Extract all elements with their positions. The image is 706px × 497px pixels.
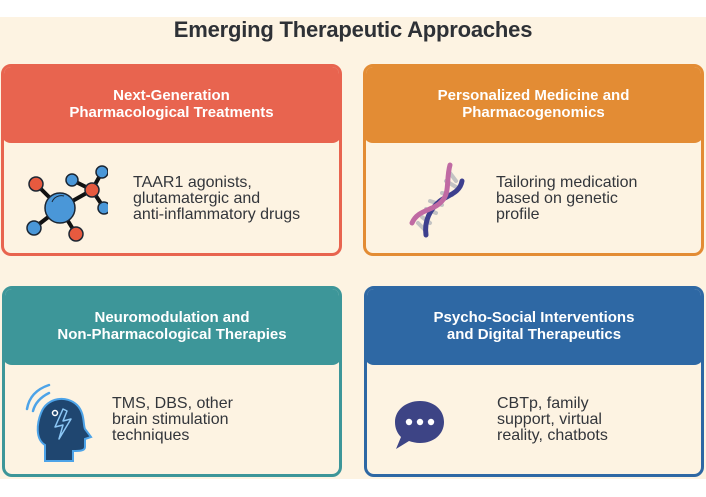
card-heading: Neuromodulation and Non-Pharmacological …: [5, 289, 339, 365]
card-description: Tailoring medication based on genetic pr…: [496, 174, 638, 223]
dna-icon: [409, 162, 465, 238]
chat-bubble-icon: [395, 401, 444, 449]
card-description: TMS, DBS, other brain stimulation techni…: [112, 395, 233, 444]
page-title: Emerging Therapeutic Approaches: [173, 17, 533, 42]
brain-stimulation-head-icon: [25, 383, 93, 462]
card-heading: Next-Generation Pharmacological Treatmen…: [4, 67, 339, 143]
card-heading: Personalized Medicine and Pharmacogenomi…: [366, 67, 701, 143]
card-heading: Psycho-Social Interventions and Digital …: [367, 289, 701, 365]
card-neuromodulation: Neuromodulation and Non-Pharmacological …: [2, 286, 342, 477]
molecule-icon: [26, 165, 108, 242]
card-personalized-medicine: Personalized Medicine and Pharmacogenomi…: [363, 64, 704, 256]
card-pharmacological-treatments: Next-Generation Pharmacological Treatmen…: [1, 64, 342, 256]
card-psychosocial-digital: Psycho-Social Interventions and Digital …: [364, 286, 704, 477]
card-description: CBTp, family support, virtual reality, c…: [497, 395, 608, 444]
card-description: TAAR1 agonists, glutamatergic and anti-i…: [133, 174, 301, 223]
